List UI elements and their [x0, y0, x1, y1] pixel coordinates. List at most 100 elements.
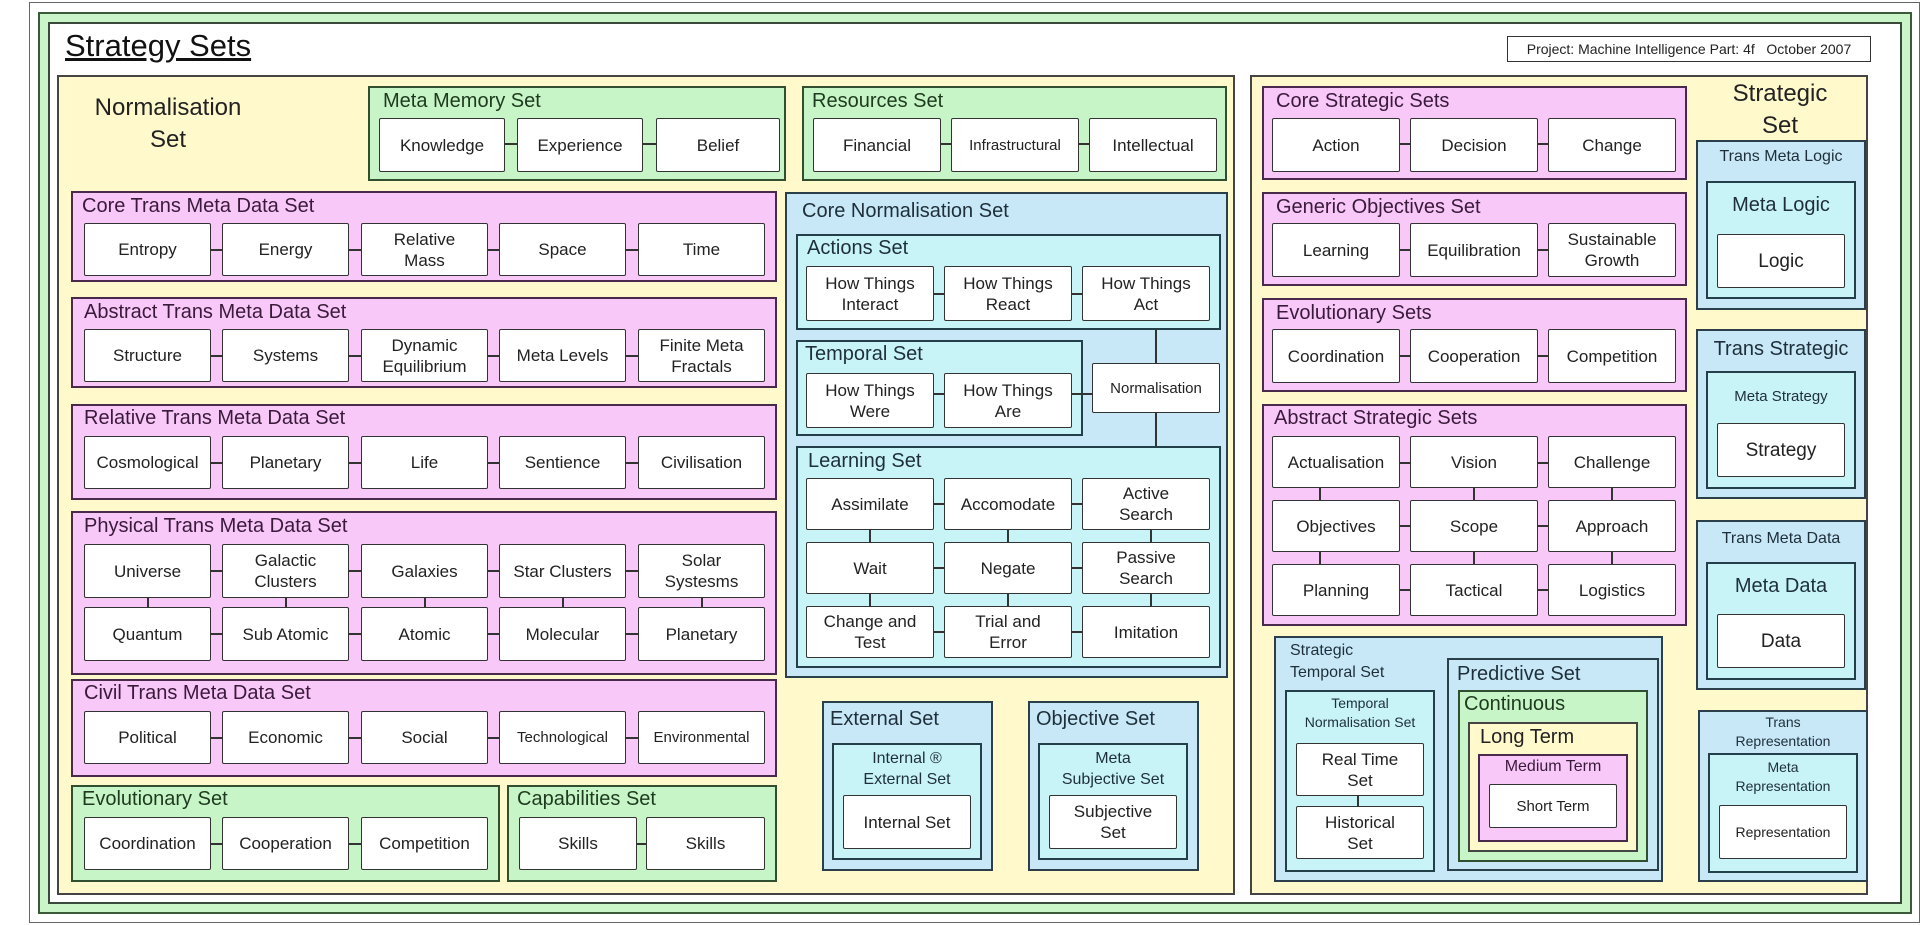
meta-strategy-title: Meta Strategy	[1734, 388, 1828, 405]
node-coordination-2[interactable]: Coordination	[1272, 329, 1400, 383]
temporal-set-title: Temporal Set	[805, 343, 923, 365]
node-space[interactable]: Space	[499, 223, 626, 276]
node-scope[interactable]: Scope	[1410, 500, 1538, 552]
node-cosmological[interactable]: Cosmological	[84, 436, 211, 489]
node-relative-mass[interactable]: Relative Mass	[361, 223, 488, 276]
node-logistics[interactable]: Logistics	[1548, 564, 1676, 616]
node-cooperation-2[interactable]: Cooperation	[1410, 329, 1538, 383]
node-knowledge[interactable]: Knowledge	[379, 118, 505, 172]
node-how-things-were[interactable]: How Things Were	[806, 373, 934, 428]
node-equilibration[interactable]: Equilibration	[1410, 223, 1538, 277]
node-meta-levels[interactable]: Meta Levels	[499, 329, 626, 382]
node-tactical[interactable]: Tactical	[1410, 564, 1538, 616]
meta-memory-set-title: Meta Memory Set	[383, 90, 541, 112]
abstract-trans-meta-data-set-title: Abstract Trans Meta Data Set	[84, 301, 347, 323]
node-competition[interactable]: Competition	[361, 817, 488, 870]
node-infrastructural[interactable]: Infrastructural	[951, 118, 1079, 172]
node-wait[interactable]: Wait	[806, 542, 934, 594]
node-sentience[interactable]: Sentience	[499, 436, 626, 489]
node-skills-1[interactable]: Skills	[519, 817, 637, 870]
node-data[interactable]: Data	[1717, 614, 1845, 668]
connector	[424, 598, 426, 608]
node-galaxies[interactable]: Galaxies	[361, 544, 488, 598]
node-change[interactable]: Change	[1548, 118, 1676, 172]
node-decision[interactable]: Decision	[1410, 118, 1538, 172]
node-how-things-act[interactable]: How Things Act	[1082, 266, 1210, 321]
node-financial[interactable]: Financial	[813, 118, 941, 172]
node-atomic[interactable]: Atomic	[361, 607, 488, 661]
node-universe[interactable]: Universe	[84, 544, 211, 598]
node-logic[interactable]: Logic	[1717, 234, 1845, 288]
node-change-and-test[interactable]: Change and Test	[806, 606, 934, 658]
long-term-set-title: Long Term	[1480, 726, 1575, 748]
node-actualisation[interactable]: Actualisation	[1272, 436, 1400, 488]
node-energy[interactable]: Energy	[222, 223, 349, 276]
node-action[interactable]: Action	[1272, 118, 1400, 172]
node-quantum[interactable]: Quantum	[84, 607, 211, 661]
node-experience[interactable]: Experience	[517, 118, 643, 172]
connector	[1150, 530, 1152, 542]
node-civilisation[interactable]: Civilisation	[638, 436, 765, 489]
node-strategy[interactable]: Strategy	[1717, 423, 1845, 477]
node-finite-meta-fractals[interactable]: Finite Meta Fractals	[638, 329, 765, 382]
abstract-strategic-sets-title: Abstract Strategic Sets	[1274, 407, 1478, 429]
node-solar-systems[interactable]: Solar Systesms	[638, 544, 765, 598]
node-how-things-are[interactable]: How Things Are	[944, 373, 1072, 428]
node-coordination[interactable]: Coordination	[84, 817, 211, 870]
node-systems[interactable]: Systems	[222, 329, 349, 382]
node-sub-atomic[interactable]: Sub Atomic	[222, 607, 349, 661]
node-challenge[interactable]: Challenge	[1548, 436, 1676, 488]
node-galactic-clusters[interactable]: Galactic Clusters	[222, 544, 349, 598]
strategic-set-title: Strategic Set	[1732, 80, 1828, 139]
node-cooperation[interactable]: Cooperation	[222, 817, 349, 870]
node-social[interactable]: Social	[361, 711, 488, 764]
trans-strategic-title: Trans Strategic	[1713, 338, 1849, 360]
node-planetary-2[interactable]: Planetary	[638, 607, 765, 661]
node-how-things-react[interactable]: How Things React	[944, 266, 1072, 321]
node-time[interactable]: Time	[638, 223, 765, 276]
node-planning[interactable]: Planning	[1272, 564, 1400, 616]
meta-data-title: Meta Data	[1734, 575, 1828, 597]
node-normalisation[interactable]: Normalisation	[1092, 363, 1220, 413]
node-assimilate[interactable]: Assimilate	[806, 478, 934, 530]
node-subjective-set[interactable]: Subjective Set	[1049, 795, 1177, 849]
node-structure[interactable]: Structure	[84, 329, 211, 382]
node-approach[interactable]: Approach	[1548, 500, 1676, 552]
node-how-things-interact[interactable]: How Things Interact	[806, 266, 934, 321]
medium-term-set-title: Medium Term	[1504, 758, 1602, 775]
node-passive-search[interactable]: Passive Search	[1082, 542, 1210, 594]
node-intellectual[interactable]: Intellectual	[1089, 118, 1217, 172]
node-dynamic-equilibrium[interactable]: Dynamic Equilibrium	[361, 329, 488, 382]
node-vision[interactable]: Vision	[1410, 436, 1538, 488]
node-learning[interactable]: Learning	[1272, 223, 1400, 277]
node-negate[interactable]: Negate	[944, 542, 1072, 594]
node-political[interactable]: Political	[84, 711, 211, 764]
node-active-search[interactable]: Active Search	[1082, 478, 1210, 530]
node-accomodate[interactable]: Accomodate	[944, 478, 1072, 530]
node-representation[interactable]: Representation	[1719, 805, 1847, 859]
node-planetary[interactable]: Planetary	[222, 436, 349, 489]
node-sustainable-growth[interactable]: Sustainable Growth	[1548, 223, 1676, 277]
node-skills-2[interactable]: Skills	[646, 817, 765, 870]
connector	[1150, 594, 1152, 606]
node-objectives[interactable]: Objectives	[1272, 500, 1400, 552]
node-historical-set[interactable]: Historical Set	[1296, 806, 1424, 859]
node-real-time-set[interactable]: Real Time Set	[1296, 743, 1424, 796]
node-life[interactable]: Life	[361, 436, 488, 489]
node-entropy[interactable]: Entropy	[84, 223, 211, 276]
generic-objectives-set-title: Generic Objectives Set	[1276, 196, 1481, 218]
node-belief[interactable]: Belief	[656, 118, 780, 172]
node-competition-2[interactable]: Competition	[1548, 329, 1676, 383]
node-technological[interactable]: Technological	[499, 711, 626, 764]
node-imitation[interactable]: Imitation	[1082, 606, 1210, 658]
page-title: Strategy Sets	[65, 28, 252, 63]
node-internal-set[interactable]: Internal Set	[843, 795, 971, 849]
node-star-clusters[interactable]: Star Clusters	[499, 544, 626, 598]
node-environmental[interactable]: Environmental	[638, 711, 765, 764]
connector	[1611, 488, 1613, 500]
node-trial-and-error[interactable]: Trial and Error	[944, 606, 1072, 658]
node-molecular[interactable]: Molecular	[499, 607, 626, 661]
node-short-term[interactable]: Short Term	[1489, 784, 1617, 828]
node-economic[interactable]: Economic	[222, 711, 349, 764]
connector	[562, 598, 564, 608]
